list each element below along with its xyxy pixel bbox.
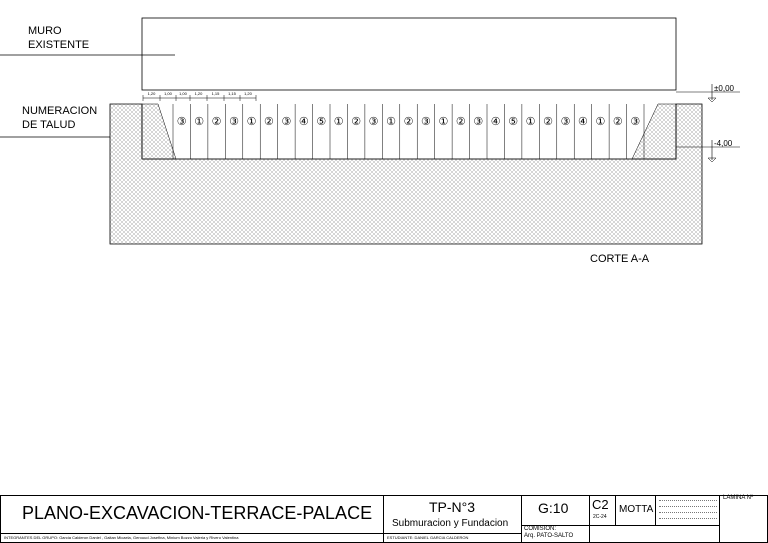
existing-wall <box>141 17 677 91</box>
dimension-label: 1,20 <box>148 91 157 96</box>
muro-existente-label-2: EXISTENTE <box>28 39 89 51</box>
title-block: PLANO-EXCAVACION-TERRACE-PALACE INTEGRAN… <box>0 495 768 543</box>
year: 2C-24 <box>593 514 607 520</box>
slope-number: ① <box>334 116 344 128</box>
slope-number: ③ <box>369 116 379 128</box>
slope-number: ① <box>595 116 605 128</box>
numeracion-label-2: DE TALUD <box>22 119 75 131</box>
slope-number: ① <box>526 116 536 128</box>
plan-title: PLANO-EXCAVACION-TERRACE-PALACE <box>22 503 373 523</box>
scale-cell <box>522 495 590 525</box>
lamina-label: LAMINA Nº <box>723 495 754 501</box>
slope-number: ③ <box>561 116 571 128</box>
slope-number: ② <box>264 116 274 128</box>
slope-number: ③ <box>281 116 291 128</box>
group-members: INTEGRANTES DEL GRUPO: Garcia Calderon D… <box>4 535 239 540</box>
slope-number: ② <box>456 116 466 128</box>
student: ESTUDIANTE: DANIEL GARCIA CALDERON <box>387 535 469 540</box>
comision-label: COMISION: <box>524 526 557 532</box>
slope-number: ① <box>247 116 257 128</box>
dimension-label: 1,15 <box>228 91 237 96</box>
tp-cell <box>384 495 522 533</box>
slope-number: ② <box>543 116 553 128</box>
slope-number: ④ <box>578 116 588 128</box>
course: C2 <box>592 497 609 512</box>
level-bottom-label: -4,00 <box>714 139 733 148</box>
dimension-label: 1,00 <box>164 91 173 96</box>
course-cell <box>590 495 616 525</box>
slope-number: ③ <box>177 116 187 128</box>
level-marker-top <box>676 84 740 103</box>
chair-cell <box>616 495 656 525</box>
slope-number: ② <box>351 116 361 128</box>
slope-number: ① <box>386 116 396 128</box>
dimension-label: 1,20 <box>244 91 253 96</box>
slope-number: ② <box>404 116 414 128</box>
tp-number: TP-N°3 <box>429 499 476 515</box>
chair: MOTTA <box>619 504 654 515</box>
slope-number: ③ <box>229 116 239 128</box>
left-slope-wedge <box>141 103 177 160</box>
level-marker-bottom <box>676 140 740 163</box>
slope-number: ⑤ <box>508 116 518 128</box>
slope-number: ③ <box>630 116 640 128</box>
slope-number: ② <box>212 116 222 128</box>
level-top-label: ±0,00 <box>714 84 735 93</box>
dimension-label: 1,20 <box>195 91 204 96</box>
lamina-cell <box>720 495 768 543</box>
dimension-label: 1,00 <box>179 91 188 96</box>
slope-number: ③ <box>421 116 431 128</box>
slope-number: ⑤ <box>316 116 326 128</box>
numeracion-label-1: NUMERACION <box>22 105 97 117</box>
slope-number: ① <box>194 116 204 128</box>
slope-number: ③ <box>473 116 483 128</box>
right-slope-wedge <box>631 103 677 160</box>
slope-number: ① <box>438 116 448 128</box>
excavation-outline <box>141 104 677 160</box>
faculty-cell <box>656 495 720 525</box>
comision-value: Arq. PATO-SALTO <box>524 533 574 539</box>
scale: G:10 <box>538 500 569 516</box>
dimension-label: 1,15 <box>212 91 221 96</box>
subject: Submuracion y Fundacion <box>392 518 509 529</box>
slope-number: ④ <box>491 116 501 128</box>
section-title: CORTE A-A <box>590 253 650 265</box>
muro-existente-label-1: MURO <box>28 25 62 37</box>
slope-number: ② <box>613 116 623 128</box>
title-cell <box>0 495 384 533</box>
slope-number: ④ <box>299 116 309 128</box>
